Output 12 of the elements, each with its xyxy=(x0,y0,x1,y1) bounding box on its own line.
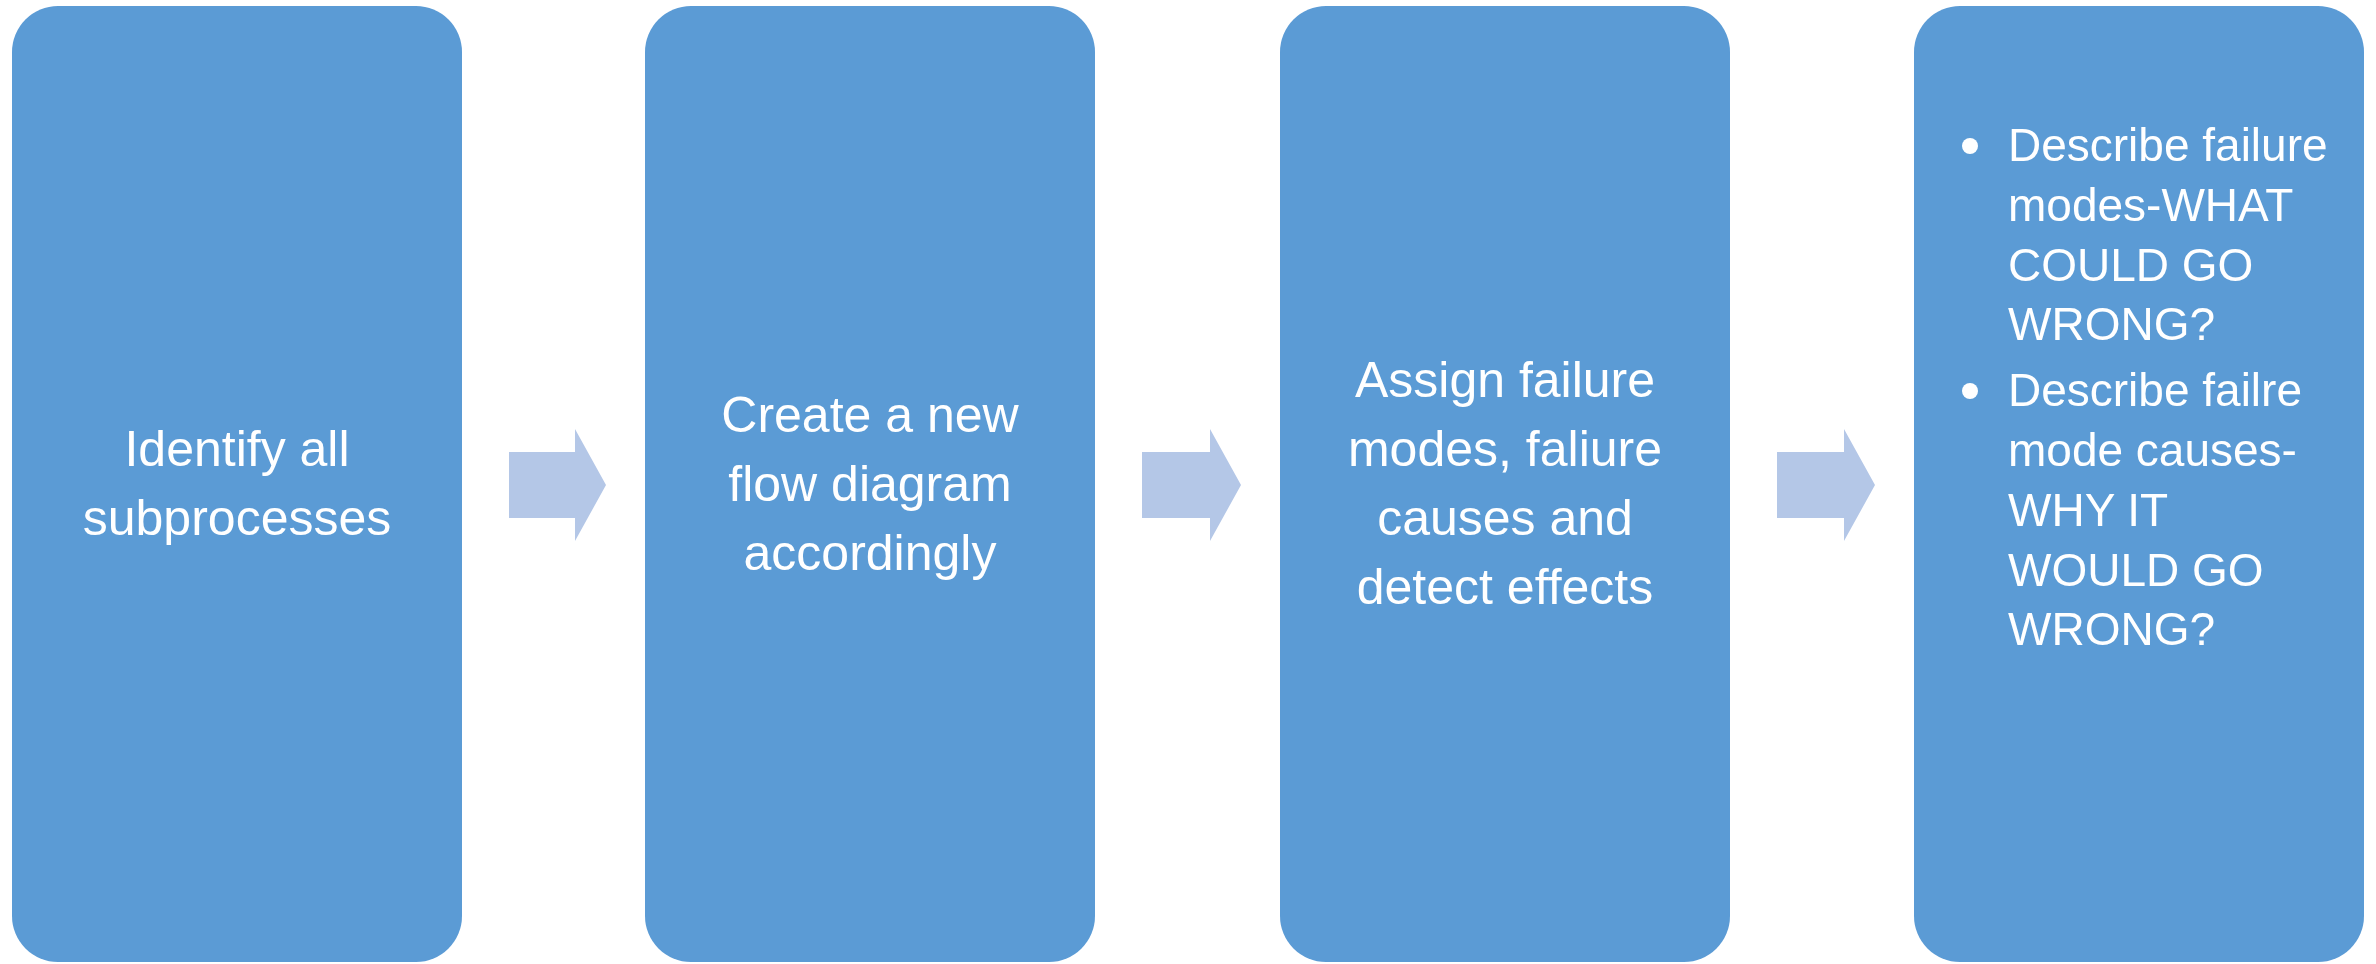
process-box xyxy=(1914,6,2364,962)
step-text: Assign failure modes, faliure causes and detect effects xyxy=(1346,351,1663,617)
step-text: Create a new flow diagram accordingly xyxy=(720,385,1020,583)
step-text: Identify all subprocesses xyxy=(81,420,393,548)
block-arrow xyxy=(509,429,606,541)
bullet-text: Describe failre mode causes-WHY IT WOULD GO WRONG? xyxy=(2008,363,2303,658)
process-box xyxy=(1280,6,1730,962)
process-box xyxy=(12,6,462,962)
block-arrow xyxy=(1142,429,1241,541)
process-box xyxy=(645,6,1095,962)
block-arrow xyxy=(1777,429,1875,541)
bullet-text: Describe failure modes-WHAT COULD GO WRONG? xyxy=(2008,118,2329,353)
